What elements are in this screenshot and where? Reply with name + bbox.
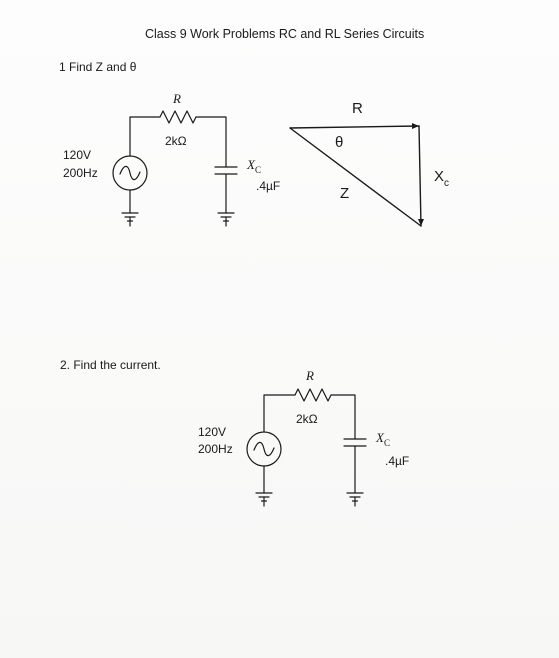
problem-1-top-wire (130, 117, 160, 152)
problem-1-capacitor-symbol-letter: X (247, 157, 255, 172)
problem-2-capacitor-symbol-letter: X (376, 430, 384, 445)
triangle-xc-label: Xc (434, 168, 449, 189)
problem-2-top-wire-right (331, 395, 355, 439)
problem-2-resistance-value: 2kΩ (296, 412, 318, 426)
problem-1-prompt: 1 Find Z and θ (59, 60, 137, 74)
problem-1-capacitor-symbol-subscript: C (254, 165, 261, 175)
problem-2-prompt: 2. Find the current. (60, 358, 161, 372)
problem-1-frequency-value: 200Hz (63, 166, 98, 180)
problem-1-ac-wave (120, 166, 140, 179)
problem-2-resistor-symbol: R (306, 368, 314, 383)
problem-2-resistor (295, 389, 331, 401)
problem-2-capacitance-value: .4µF (385, 454, 410, 468)
triangle-theta-label: θ (335, 134, 344, 151)
problem-1-capacitor-symbol: XC (247, 157, 261, 175)
problem-2-frequency-value: 200Hz (198, 442, 233, 456)
problem-1-capacitor-ground (218, 213, 234, 226)
problem-2-circuit-diagram (247, 389, 366, 506)
triangle-xc-letter: X (434, 168, 445, 185)
triangle-z-label: Z (340, 185, 350, 202)
problem-1-resistor-symbol: R (173, 91, 181, 106)
problem-1-voltage-value: 120V (63, 148, 92, 162)
problem-2-capacitor-ground (347, 493, 363, 506)
triangle-r-side (290, 126, 419, 128)
problem-1-resistance-value: 2kΩ (165, 134, 187, 148)
problem-2-ac-wave (254, 442, 274, 455)
problem-2-capacitor-symbol: XC (376, 430, 390, 448)
impedance-triangle (290, 123, 424, 226)
problem-2-top-wire (264, 395, 295, 428)
problem-2-source-ground (256, 493, 272, 506)
triangle-xc-arrowhead (418, 219, 424, 226)
problem-2-voltage-value: 120V (198, 425, 227, 439)
problem-1-capacitance-value: .4µF (256, 179, 281, 193)
triangle-xc-subscript: c (444, 178, 450, 189)
triangle-r-arrowhead (412, 123, 419, 129)
triangle-xc-side (419, 126, 421, 226)
problem-2-capacitor-symbol-subscript: C (383, 438, 390, 448)
problem-1-resistor (160, 111, 196, 123)
worksheet-title: Class 9 Work Problems RC and RL Series C… (145, 27, 425, 41)
problem-1-top-wire-right (196, 117, 226, 167)
triangle-z-side (290, 128, 421, 226)
triangle-r-label: R (352, 100, 363, 117)
problem-1-source-ground (122, 213, 138, 226)
